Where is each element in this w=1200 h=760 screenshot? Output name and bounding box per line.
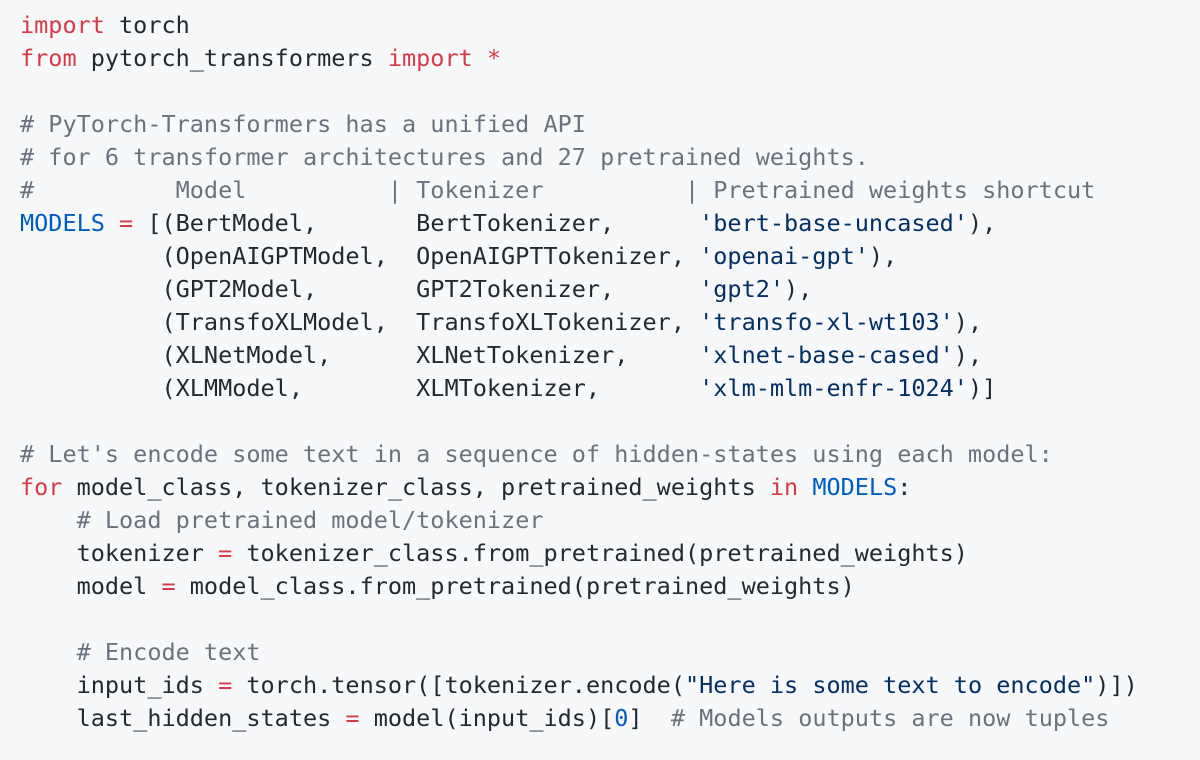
code-line: input_ids = torch.tensor([tokenizer.enco…	[20, 669, 1200, 702]
code-token-kw: =	[218, 539, 233, 567]
code-line: # PyTorch-Transformers has a unified API	[20, 108, 1200, 141]
code-token-tx	[473, 44, 487, 72]
code-token-tx: ),	[953, 308, 983, 336]
code-line: (OpenAIGPTModel, OpenAIGPTTokenizer, 'op…	[20, 240, 1200, 273]
code-token-st: 'xlm-mlm-enfr-1024'	[699, 374, 968, 402]
code-token-tx: tokenizer	[20, 539, 219, 567]
code-line: # Let's encode some text in a sequence o…	[20, 438, 1200, 471]
code-line	[20, 405, 1200, 438]
code-token-st: "Here is some text to encode"	[684, 671, 1096, 699]
code-token-tx: :	[897, 473, 912, 501]
code-token-cm: # Encode text	[76, 638, 261, 666]
code-token-tx: ),	[784, 275, 813, 303]
code-token-kw: =	[119, 209, 134, 237]
code-line: (XLNetModel, XLNetTokenizer, 'xlnet-base…	[20, 339, 1200, 372]
code-token-cm: # Models outputs are now tuples	[670, 704, 1110, 732]
code-token-tx: torch	[104, 11, 190, 39]
code-line: (TransfoXLModel, TransfoXLTokenizer, 'tr…	[20, 306, 1200, 339]
code-token-st: 'openai-gpt'	[699, 242, 869, 270]
code-token-tx: [(BertModel, BertTokenizer,	[133, 209, 700, 237]
code-line: MODELS = [(BertModel, BertTokenizer, 'be…	[20, 207, 1200, 240]
code-token-tx: ),	[953, 341, 983, 369]
code-token-st: 'bert-base-uncased'	[699, 209, 968, 237]
code-token-st: 'transfo-xl-wt103'	[699, 308, 954, 336]
code-token-tx: )]	[967, 374, 997, 402]
code-token-tx: )])	[1095, 671, 1138, 699]
code-token-cn: MODELS	[20, 209, 105, 237]
code-token-kw: =	[218, 671, 233, 699]
code-token-tx	[20, 506, 77, 534]
code-token-tx: ),	[967, 209, 997, 237]
code-line: # for 6 transformer architectures and 27…	[20, 141, 1200, 174]
code-token-kw: in	[769, 473, 799, 501]
code-token-kw: for	[20, 473, 63, 501]
code-token-tx: tokenizer_class.from_pretrained(pretrain…	[232, 539, 968, 567]
code-token-tx: last_hidden_states	[20, 704, 346, 732]
code-token-tx: model	[20, 572, 162, 600]
code-token-cm: # PyTorch-Transformers has a unified API	[20, 110, 586, 138]
code-token-tx: pytorch_transformers	[76, 44, 388, 72]
code-line: last_hidden_states = model(input_ids)[0]…	[20, 702, 1200, 735]
code-token-cn: 0	[614, 704, 629, 732]
code-token-tx: ),	[868, 242, 898, 270]
code-line: (GPT2Model, GPT2Tokenizer, 'gpt2'),	[20, 273, 1200, 306]
code-token-tx: (XLMModel, XLMTokenizer,	[20, 374, 700, 402]
code-token-cm: # for 6 transformer architectures and 27…	[20, 143, 869, 171]
code-line	[20, 75, 1200, 108]
code-line	[20, 603, 1200, 636]
code-line: # Load pretrained model/tokenizer	[20, 504, 1200, 537]
code-token-tx: torch.tensor([tokenizer.encode(	[232, 671, 685, 699]
code-token-tx	[20, 638, 77, 666]
code-line: from pytorch_transformers import *	[20, 42, 1200, 75]
code-line: # Model | Tokenizer | Pretrained weights…	[20, 174, 1200, 207]
code-token-tx: (OpenAIGPTModel, OpenAIGPTTokenizer,	[20, 242, 700, 270]
code-line: import torch	[20, 9, 1200, 42]
code-token-st: 'xlnet-base-cased'	[699, 341, 954, 369]
code-token-tx: (GPT2Model, GPT2Tokenizer,	[20, 275, 700, 303]
code-line: tokenizer = tokenizer_class.from_pretrai…	[20, 537, 1200, 570]
code-token-cm: # Load pretrained model/tokenizer	[76, 506, 544, 534]
code-token-cm: # Model | Tokenizer | Pretrained weights…	[20, 176, 1096, 204]
code-token-st: 'gpt2'	[699, 275, 785, 303]
code-line: # Encode text	[20, 636, 1200, 669]
code-token-tx: (TransfoXLModel, TransfoXLTokenizer,	[20, 308, 700, 336]
code-token-tx: model_class, tokenizer_class, pretrained…	[62, 473, 770, 501]
code-token-tx: (XLNetModel, XLNetTokenizer,	[20, 341, 700, 369]
code-token-cm: # Let's encode some text in a sequence o…	[20, 440, 1053, 468]
code-line: for model_class, tokenizer_class, pretra…	[20, 471, 1200, 504]
code-token-tx: model(input_ids)[	[359, 704, 615, 732]
code-token-kw: =	[161, 572, 176, 600]
code-token-tx	[798, 473, 812, 501]
code-token-kw: *	[486, 44, 502, 72]
code-token-kw: =	[345, 704, 360, 732]
code-token-tx: input_ids	[20, 671, 219, 699]
code-token-tx	[105, 209, 119, 237]
code-line: (XLMModel, XLMTokenizer, 'xlm-mlm-enfr-1…	[20, 372, 1200, 405]
code-token-tx: ]	[628, 704, 671, 732]
code-token-kw: import	[20, 11, 105, 39]
code-token-kw: import	[387, 44, 473, 72]
code-line: model = model_class.from_pretrained(pret…	[20, 570, 1200, 603]
code-token-kw: from	[20, 44, 77, 72]
code-token-tx: model_class.from_pretrained(pretrained_w…	[175, 572, 855, 600]
code-token-cn: MODELS	[812, 473, 898, 501]
